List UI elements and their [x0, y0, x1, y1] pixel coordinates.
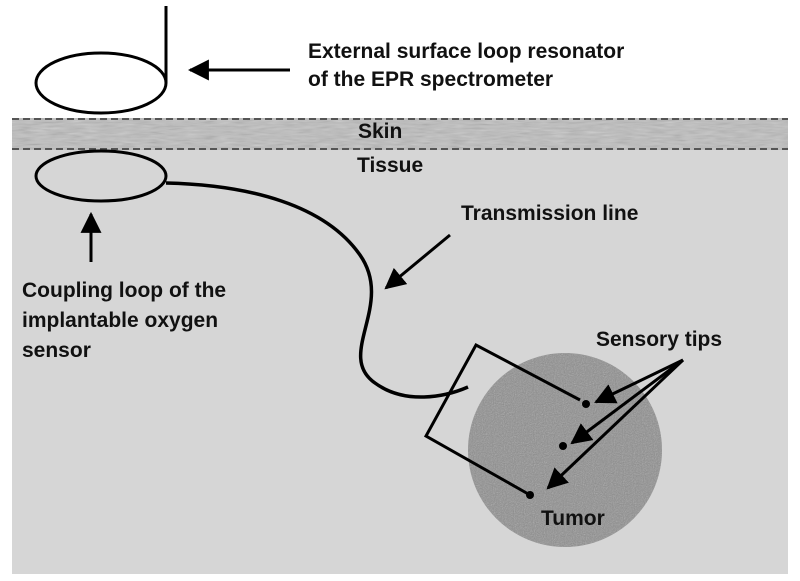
transmission-line — [165, 181, 469, 399]
skin-layer — [12, 118, 788, 150]
sensory-tip-arrow — [594, 358, 684, 404]
sensory-tip — [582, 400, 590, 408]
skin-label: Skin — [358, 120, 402, 143]
sensory-tip-arrow — [546, 358, 685, 490]
coupling-label-line1: Coupling loop of the — [22, 279, 226, 302]
sensory-tip-arrow — [570, 358, 684, 445]
sensory-tip — [559, 442, 567, 450]
tissue-label: Tissue — [357, 154, 423, 177]
coupling-loop — [34, 149, 168, 203]
sensory-tips-label: Sensory tips — [596, 328, 722, 351]
external-resonator-label-line2: of the EPR spectrometer — [308, 68, 553, 91]
external-resonator-label-line1: External surface loop resonator — [308, 40, 624, 63]
transmission-line-arrow — [384, 233, 451, 290]
tumor-label: Tumor — [541, 507, 605, 530]
transmission-line-label: Transmission line — [461, 202, 638, 225]
coupling-label-line3: sensor — [22, 339, 91, 362]
tissue-region — [12, 118, 788, 574]
sensor-loop — [423, 342, 581, 497]
sensory-tip — [526, 491, 534, 499]
external-loop-resonator — [34, 6, 168, 115]
coupling-label-line2: implantable oxygen — [22, 309, 218, 332]
